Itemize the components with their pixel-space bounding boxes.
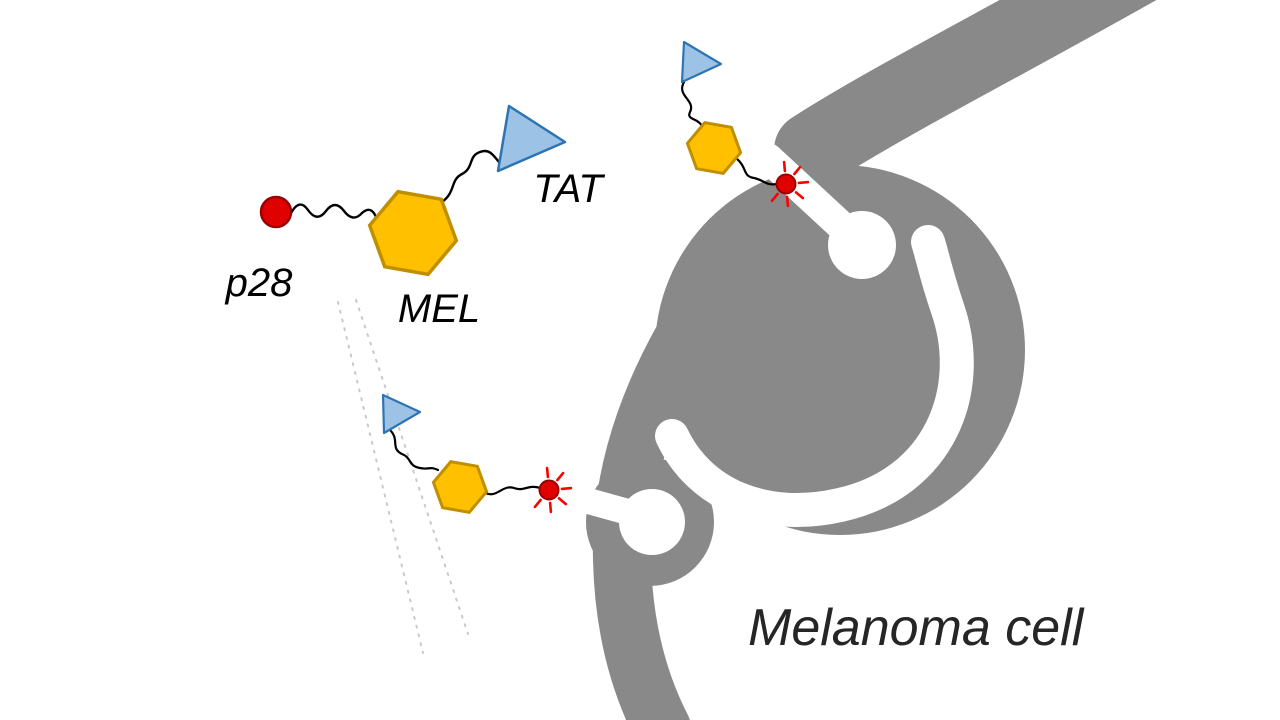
construct-entering-upper-pocket [680,40,810,208]
construct-labeled: p28 MEL TAT [225,104,605,331]
mel-hexagon [367,189,459,277]
label-melanoma-cell: Melanoma cell [748,599,1085,657]
tat-triangle-small [680,40,723,84]
label-mel: MEL [398,287,480,331]
linker-squiggle [388,428,440,472]
linker-squiggle-mel-tat [440,149,504,204]
p28-sphere-small [775,173,797,195]
melanoma-cell-membrane [543,0,1157,720]
membrane-channel-upper-neck [753,143,863,247]
linker-squiggle [681,80,704,128]
membrane-spiral-channel [655,225,974,528]
membrane-channel-lower-neck [543,479,641,525]
reference-dotted-lines [337,299,469,654]
label-tat: TAT [533,167,605,211]
linker-squiggle-p28-mel [288,203,378,219]
dotted-guide-line [337,301,424,654]
p28-sphere [259,195,293,229]
linker-squiggle [482,485,542,496]
tat-triangle [496,104,567,173]
label-p28: p28 [225,261,293,305]
mel-hexagon-small [431,459,489,515]
construct-entering-lower-pocket [381,393,573,515]
linker-squiggle [734,156,779,186]
tat-triangle-small [381,393,422,435]
p28-sphere-small [538,479,560,501]
membrane-outer-band [774,0,1157,188]
mel-hexagon-small [685,120,743,176]
